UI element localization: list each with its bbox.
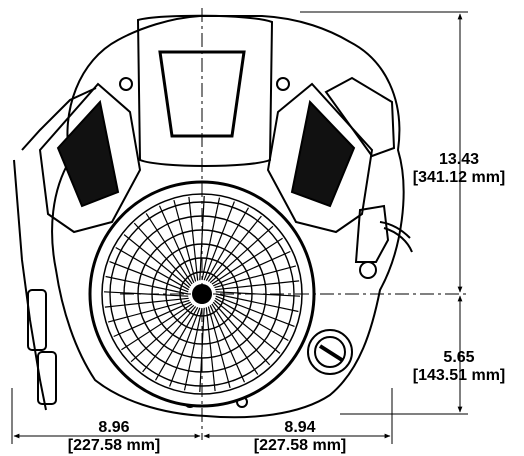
dim-label-height-total: 13.43 [341.12 mm] (394, 152, 524, 186)
dim-metric: [143.51 mm] (412, 367, 506, 384)
dim-metric: [341.12 mm] (412, 169, 506, 186)
dim-label-height-lower: 5.65 [143.51 mm] (394, 350, 524, 384)
dim-label-width-left: 8.96 [227.58 mm] (44, 420, 184, 454)
dim-metric: [227.58 mm] (67, 437, 161, 454)
top-cover-window (158, 50, 246, 138)
dim-value: 8.94 (284, 419, 316, 436)
dimension-lines (11, 8, 470, 444)
engine-outline (13, 14, 413, 419)
oil-cap (307, 329, 353, 375)
dim-value: 8.96 (98, 419, 130, 436)
left-cylinder-head (38, 82, 142, 234)
dim-metric: [227.58 mm] (253, 437, 347, 454)
top-cover (136, 14, 274, 167)
dim-value: 5.65 (443, 349, 475, 366)
dim-value: 13.43 (438, 151, 480, 168)
dim-label-width-right: 8.94 [227.58 mm] (230, 420, 370, 454)
right-cylinder-head (266, 82, 374, 234)
